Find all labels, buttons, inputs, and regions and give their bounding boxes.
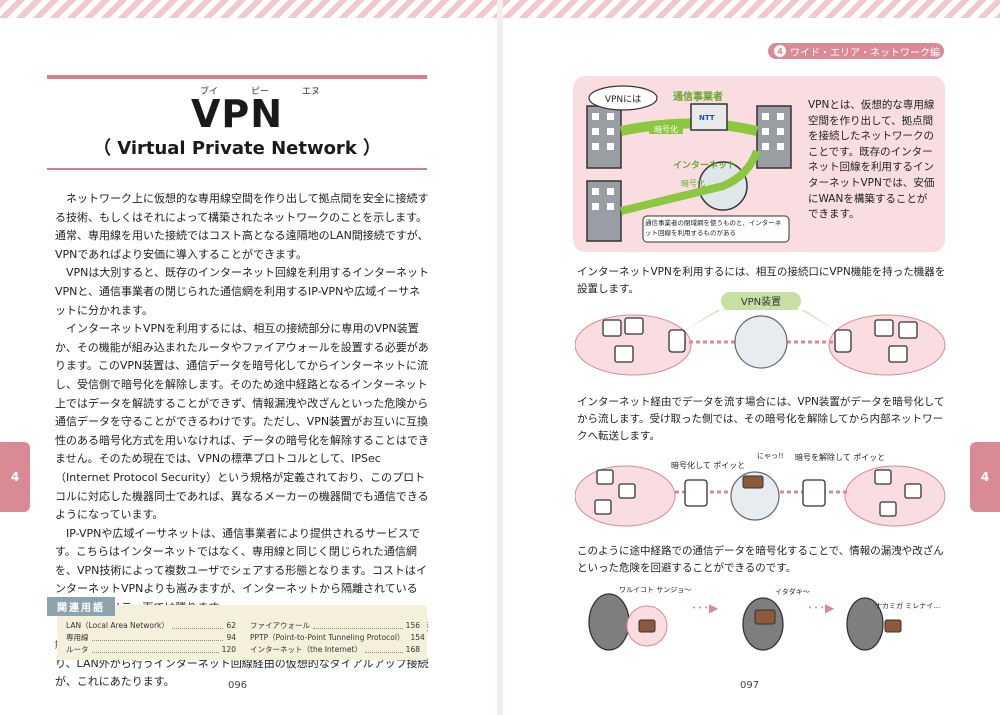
paragraph-1: インターネットVPNを利用するには、相互の接続口にVPN機能を持った機器を設置し… — [577, 266, 946, 295]
encryption-flow-illustration: 暗号化して ポイッと にゃっ!! 暗号を解除して ポイッと — [575, 452, 946, 527]
figure-caption: 通信事業者の閉域網を使うものと、インターネット回線を利用するものがある — [645, 219, 782, 237]
ruby-b: ブイ — [200, 87, 219, 97]
page-number-left: 096 — [228, 680, 248, 691]
term: 専用線 — [66, 633, 89, 642]
related-term: ルータ 120 — [66, 644, 236, 656]
thief-text-2: イタダキ～ — [775, 587, 810, 596]
related-term: LAN（Local Area Network） 62 — [66, 620, 236, 632]
related-terms-col1: LAN（Local Area Network） 62 専用線 94 ルータ 120 — [66, 620, 236, 656]
top-stripe-right — [503, 0, 1000, 18]
side-tab-right: 4 — [970, 442, 1000, 512]
title-bottom-rule — [47, 168, 427, 170]
gutter — [497, 0, 503, 715]
exclaim: にゃっ!! — [757, 452, 784, 460]
term-page: 154 — [410, 633, 425, 642]
svg-text:･･･▶: ･･･▶ — [691, 601, 719, 615]
term-page: 120 — [221, 645, 236, 654]
label-ntt: NTT — [699, 114, 715, 122]
term: インターネット（the Internet） — [250, 645, 362, 654]
ruby-p: ピー — [250, 87, 269, 97]
vpn-overview-illustration: VPNには 通信事業者 NTT 暗号化 インターネット 暗号化 通信事業者の閉域… — [586, 85, 792, 243]
page-number-right: 097 — [740, 680, 760, 691]
encrypted-box-icon — [754, 609, 776, 625]
label-vpn-device: VPN装置 — [741, 295, 781, 308]
related-term: PPTP（Point-to-Point Tunneling Protocol） 1… — [250, 632, 425, 644]
term-page: 62 — [226, 621, 236, 630]
title-ruby: ブイ ピー エヌ — [200, 84, 320, 97]
pc-icons — [602, 317, 918, 363]
page-title: VPN — [190, 92, 284, 136]
paragraph: インターネットVPNを利用するには、相互の接続部分に専用のVPN装置か、その機能… — [55, 322, 429, 522]
vpn-device-illustration: VPN装置 — [575, 292, 946, 376]
paragraph: VPNは大別すると、既存のインターネット回線を利用するインターネットVPNと、通… — [55, 266, 429, 317]
encrypted-box-icon — [742, 475, 764, 489]
side-tab-left: 4 — [0, 442, 30, 512]
thief-text-1: ワルイコト サンジョ～ — [619, 586, 691, 594]
bubble-encrypt: 暗号化して ポイッと — [671, 460, 745, 470]
left-page — [0, 0, 497, 715]
term-page: 156 — [405, 621, 420, 630]
term: LAN（Local Area Network） — [66, 621, 169, 630]
ruby-n: エヌ — [301, 87, 320, 97]
thief-text-3: ナカミガ ミレナイ… — [875, 601, 940, 610]
term: PPTP（Point-to-Point Tunneling Protocol） — [250, 633, 405, 642]
bubble-decrypt: 暗号を解除して ポイッと — [795, 452, 885, 462]
carrier-building-icon — [690, 103, 728, 131]
internet-globe-icon — [734, 315, 788, 369]
label-vpn-niwa: VPNには — [605, 94, 641, 105]
related-term: 専用線 94 — [66, 632, 236, 644]
paragraph-2: インターネット経由でデータを流す場合には、VPN装置がデータを暗号化してから流し… — [577, 396, 945, 442]
label-internet: インターネット — [673, 159, 736, 171]
vpn-device-icon — [834, 329, 852, 353]
label-encrypt-2: 暗号化 — [681, 178, 705, 188]
paragraph: ネットワーク上に仮想的な専用線空間を作り出して拠点間を安全に接続する技術、もしく… — [55, 192, 429, 261]
related-terms-box — [57, 605, 427, 660]
chapter-number: 4 — [774, 45, 786, 57]
related-terms-label: 関連用語 — [47, 597, 115, 616]
carrier-line — [619, 118, 759, 136]
chapter-label: ワイド・エリア・ネットワーク編 — [790, 47, 940, 59]
related-terms-col2: ファイアウォール 156 PPTP（Point-to-Point Tunnelin… — [250, 620, 425, 656]
term-page: 94 — [226, 633, 236, 642]
lan-area — [844, 465, 946, 527]
label-carrier: 通信事業者 — [673, 90, 723, 103]
related-term: ファイアウォール 156 — [250, 620, 420, 632]
chapter-badge: 4 ワイド・エリア・ネットワーク編 — [768, 43, 944, 59]
term: ファイアウォール — [250, 621, 310, 630]
page-subtitle: （ Virtual Private Network ） — [92, 138, 382, 159]
related-term: インターネット（the Internet） 168 — [250, 644, 420, 656]
svg-text:･･･▶: ･･･▶ — [807, 601, 835, 615]
speech-bubble — [588, 85, 658, 111]
term: ルータ — [66, 645, 89, 654]
top-stripe-left — [0, 0, 497, 18]
thief-illustration: ･･･▶ ･･･▶ ワルイコト サンジョ～ イタダキ～ ナカミガ ミレナイ… — [588, 586, 940, 651]
term-page: 168 — [405, 645, 420, 654]
encrypted-box-icon — [638, 619, 656, 633]
vpn-device-icon — [668, 329, 686, 353]
internet-line — [620, 149, 761, 215]
title-top-rule — [47, 75, 427, 79]
paragraph-3: このように途中経路での通信データを暗号化することで、情報の漏洩や改ざんといった危… — [577, 545, 944, 574]
figure-summary-text: VPNとは、仮想的な専用線空間を作り出して、拠点間を接続したネットワークのことで… — [808, 99, 935, 221]
encrypted-box-icon — [884, 619, 902, 633]
label-encrypt-1: 暗号化 — [654, 124, 678, 134]
